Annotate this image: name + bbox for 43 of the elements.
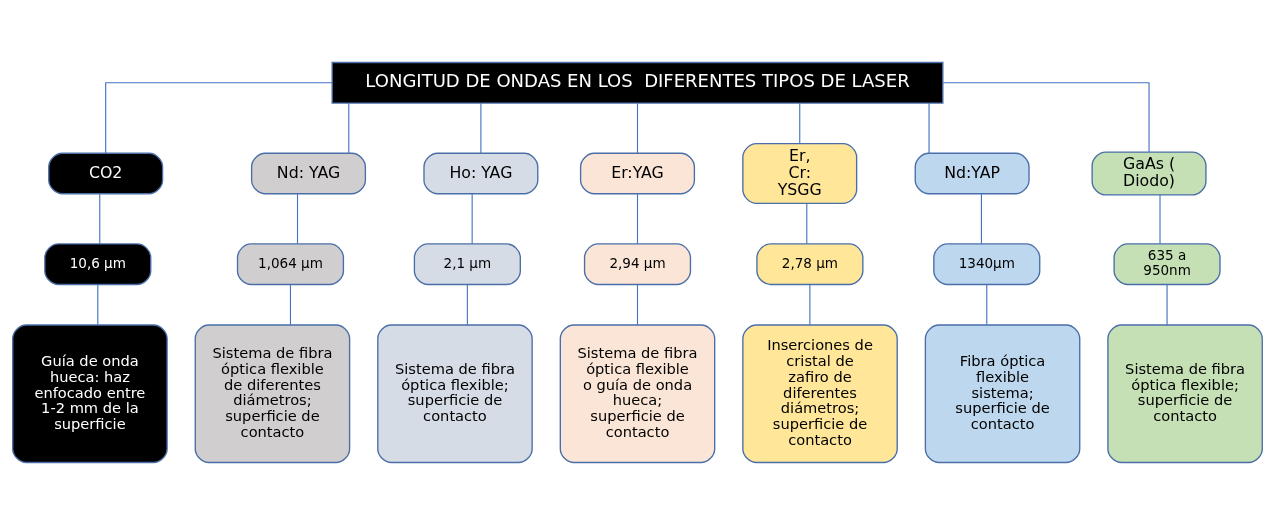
connector (348, 102, 350, 154)
node-box: 1,064 µm (236, 242, 345, 285)
connector (806, 202, 808, 244)
connector (99, 193, 101, 244)
node-box: Sistema de fibra óptica flexible; superficie de contacto (1107, 323, 1263, 463)
node-box: GaAs (Diodo) (1091, 150, 1207, 196)
node-box: Fibra óptica flexible sistema; superficie de contacto (924, 323, 1081, 463)
connector (942, 81, 1150, 153)
connector (636, 102, 639, 154)
node-box: Er:YAG (579, 152, 696, 194)
connector (289, 283, 292, 325)
node-box: 10,6 µm (44, 242, 152, 285)
connector (809, 283, 811, 325)
node-box: Nd:YAP (914, 152, 1030, 194)
connector (636, 283, 639, 325)
node-box: Inserciones de cristal de zafiro de diferentes diámetros; superficie de contacto (742, 323, 898, 463)
node-box: 635 a 950nm (1113, 242, 1221, 285)
node-box: 1340µm (933, 242, 1041, 285)
connector (799, 102, 801, 144)
node-box: Er, Cr: YSGG (742, 142, 858, 204)
node-box: Sistema de fibra óptica flexible de diferentes diámetros; superficie de contacto (194, 323, 351, 463)
connector (636, 193, 639, 244)
node-box: Sistema de fibra óptica flexible; superficie de contacto (377, 323, 533, 463)
node-box: LONGITUD DE ONDAS EN LOS DIFERENTES TIPOS DE LASER (331, 61, 944, 104)
node-box: Nd: YAG (250, 152, 367, 194)
connector (980, 193, 982, 244)
connector (986, 283, 988, 325)
node-box: 2,1 µm (413, 242, 521, 285)
connector (97, 283, 99, 325)
connector (1166, 283, 1168, 325)
node-box: Sistema de fibra óptica flexible o guía de onda hueca; superficie de contacto (559, 323, 716, 463)
connector (296, 193, 299, 244)
connector (928, 102, 930, 154)
connector (105, 81, 333, 153)
node-box: Guía de onda hueca: haz enfocado entre 1-2 mm de la superficie (12, 323, 168, 463)
node-box: CO2 (48, 152, 164, 194)
node-box: Ho: YAG (423, 152, 539, 194)
connector (480, 102, 482, 154)
connector (466, 283, 468, 325)
connector (1159, 193, 1161, 244)
node-box: 2,78 µm (756, 242, 864, 285)
connector (471, 193, 473, 244)
node-box: 2,94 µm (583, 242, 692, 285)
